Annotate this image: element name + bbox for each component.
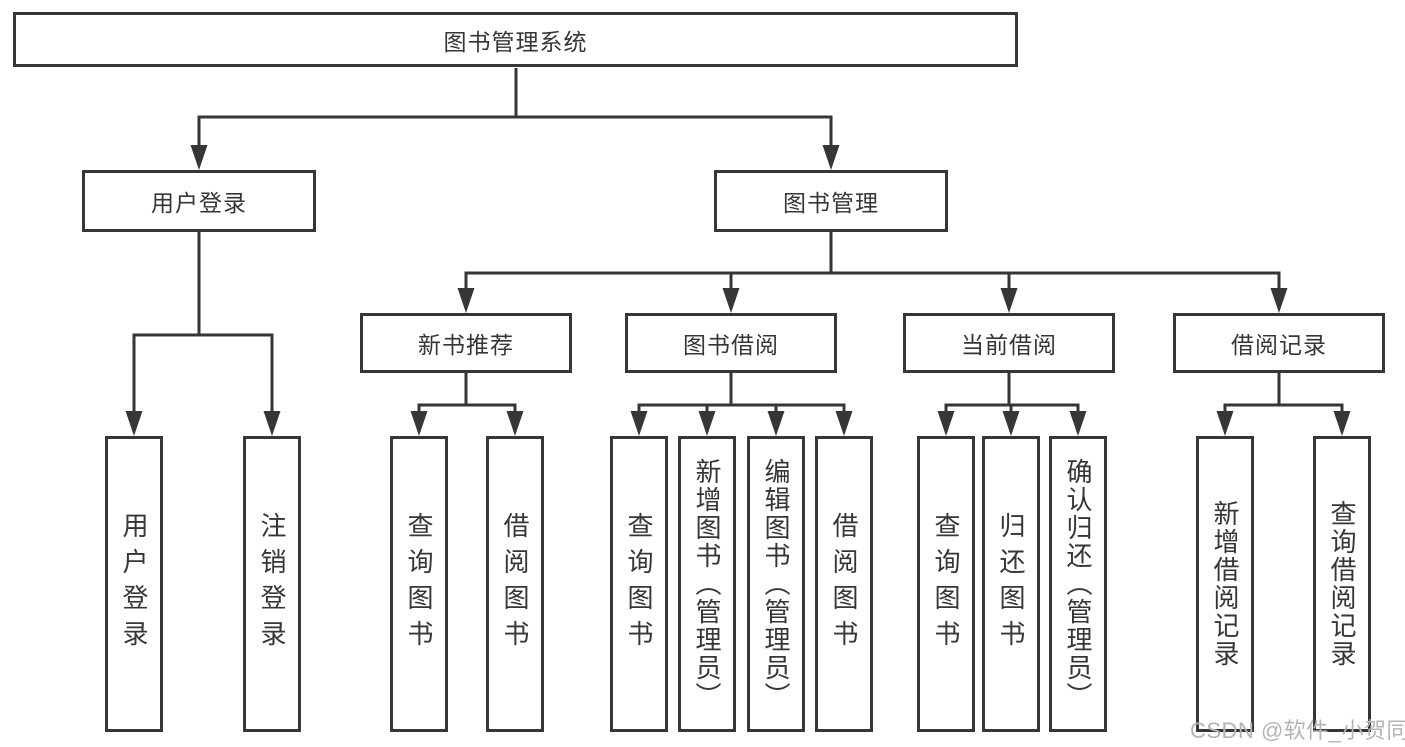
node-label: 编辑图书（管理员）	[761, 458, 791, 710]
node-root-system: 图书管理系统	[13, 12, 1018, 67]
leaf-newbook-borrow-books: 借阅图书	[486, 436, 544, 732]
leaf-user-login: 用户登录	[105, 436, 163, 732]
node-new-book-recommend: 新书推荐	[360, 313, 572, 373]
node-label: 归还图书	[996, 512, 1026, 656]
leaf-newbook-query-books: 查询图书	[390, 436, 448, 732]
node-label: 图书管理系统	[443, 28, 588, 55]
node-label: 查询借阅记录	[1327, 500, 1357, 668]
node-label: 图书管理	[783, 190, 879, 216]
node-user-login: 用户登录	[82, 170, 316, 232]
leaf-current-return-books: 归还图书	[982, 436, 1040, 732]
node-book-management: 图书管理	[714, 170, 948, 232]
connector-paths	[132, 68, 1344, 414]
node-label: 用户登录	[119, 512, 149, 656]
node-label: 借阅图书	[829, 512, 859, 656]
leaf-logout-login: 注销登录	[243, 436, 301, 732]
node-label: 图书借阅	[683, 332, 779, 358]
leaf-records-query-record: 查询借阅记录	[1313, 436, 1371, 732]
leaf-borrow-borrow-books: 借阅图书	[815, 436, 873, 732]
node-label: 查询图书	[404, 512, 434, 656]
node-label: 借阅图书	[500, 512, 530, 656]
node-book-borrow: 图书借阅	[625, 313, 837, 373]
leaf-records-add-record: 新增借阅记录	[1196, 436, 1254, 732]
node-label: 新增借阅记录	[1210, 500, 1240, 668]
node-label: 当前借阅	[961, 332, 1057, 358]
node-label: 借阅记录	[1231, 332, 1327, 358]
arrowheads	[125, 145, 1351, 436]
leaf-current-query-books: 查询图书	[917, 436, 975, 732]
node-borrow-records: 借阅记录	[1173, 313, 1385, 373]
node-label: 新增图书（管理员）	[692, 458, 722, 710]
node-label: 查询图书	[931, 512, 961, 656]
leaf-borrow-query-books: 查询图书	[610, 436, 668, 732]
csdn-watermark: CSDN @软件_小贺同学	[1190, 718, 1405, 743]
node-label: 用户登录	[151, 190, 247, 216]
node-label: 新书推荐	[418, 332, 514, 358]
node-current-borrow: 当前借阅	[903, 313, 1115, 373]
node-label: 确认归还（管理员）	[1063, 458, 1093, 710]
node-label: 查询图书	[624, 512, 654, 656]
leaf-borrow-add-books-admin: 新增图书（管理员）	[678, 436, 736, 732]
leaf-current-confirm-return-admin: 确认归还（管理员）	[1049, 436, 1107, 732]
node-label: 注销登录	[257, 512, 287, 656]
leaf-borrow-edit-books-admin: 编辑图书（管理员）	[747, 436, 805, 732]
